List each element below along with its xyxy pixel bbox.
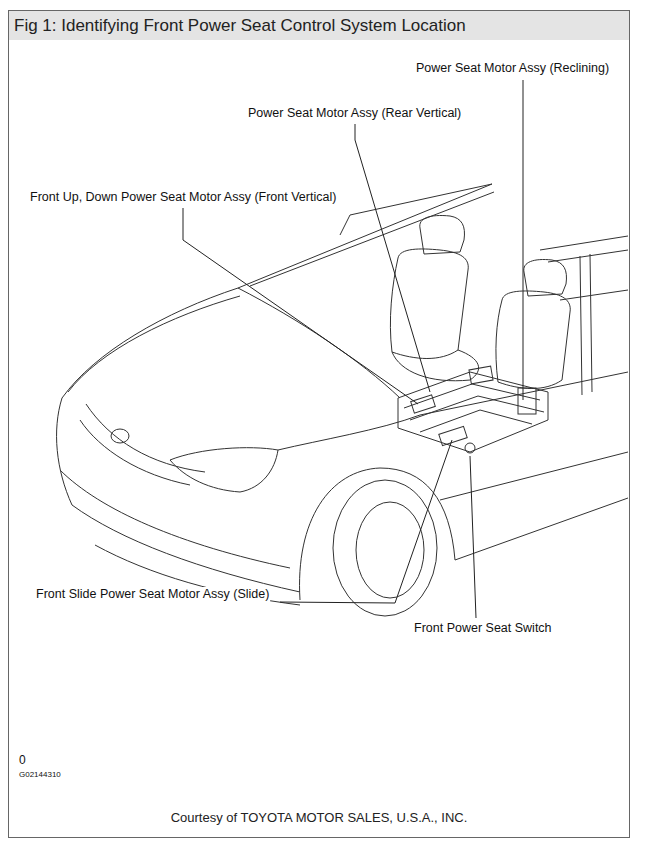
figure-code: G02144310 xyxy=(19,770,61,780)
leader-line xyxy=(523,80,524,400)
car-line xyxy=(548,250,628,262)
part-label: Power Seat Motor Assy (Reclining) xyxy=(415,61,610,76)
car-line xyxy=(238,288,400,398)
figure-number: 0 xyxy=(19,753,26,767)
car-line xyxy=(540,236,628,250)
seat-cushion xyxy=(392,350,479,381)
seat-back xyxy=(496,291,570,389)
car-line xyxy=(57,398,72,505)
leader-line xyxy=(280,440,452,603)
part-label: Power Seat Motor Assy (Rear Vertical) xyxy=(247,106,462,121)
seat-back xyxy=(390,249,468,359)
car-line xyxy=(72,505,300,592)
leader-line xyxy=(183,208,418,404)
car-line xyxy=(250,192,494,286)
car-line xyxy=(278,415,420,450)
part-label: Front Power Seat Switch xyxy=(413,621,553,636)
headrest xyxy=(420,216,465,255)
part-label: Front Up, Down Power Seat Motor Assy (Fr… xyxy=(29,190,337,205)
car-line xyxy=(68,296,240,392)
headlight xyxy=(170,448,278,492)
frame xyxy=(9,11,630,838)
seat-rail xyxy=(420,410,532,432)
motor xyxy=(518,388,536,414)
leader-lines xyxy=(183,80,523,618)
motor xyxy=(439,426,467,445)
leader-line xyxy=(355,124,430,392)
car-line xyxy=(340,184,492,235)
headrest xyxy=(524,260,567,297)
wheel-arch xyxy=(300,468,455,600)
figure-title: Fig 1: Identifying Front Power Seat Cont… xyxy=(14,16,466,36)
car-line xyxy=(590,254,592,392)
car-line xyxy=(560,290,628,300)
switch xyxy=(465,443,475,453)
car-line xyxy=(580,256,582,395)
motor xyxy=(411,395,436,413)
figure-caption: Courtesy of TOYOTA MOTOR SALES, U.S.A., … xyxy=(8,810,630,825)
car-line xyxy=(60,470,290,568)
title-bar xyxy=(9,11,629,40)
leader-line xyxy=(470,456,476,618)
car-line xyxy=(440,452,628,500)
tire xyxy=(333,480,437,616)
motor xyxy=(469,366,493,384)
car-outline xyxy=(57,184,628,616)
car-line xyxy=(455,498,628,560)
part-label: Front Slide Power Seat Motor Assy (Slide… xyxy=(35,587,270,602)
car-line xyxy=(86,404,205,472)
car-line xyxy=(80,420,190,485)
emblem xyxy=(111,429,129,443)
